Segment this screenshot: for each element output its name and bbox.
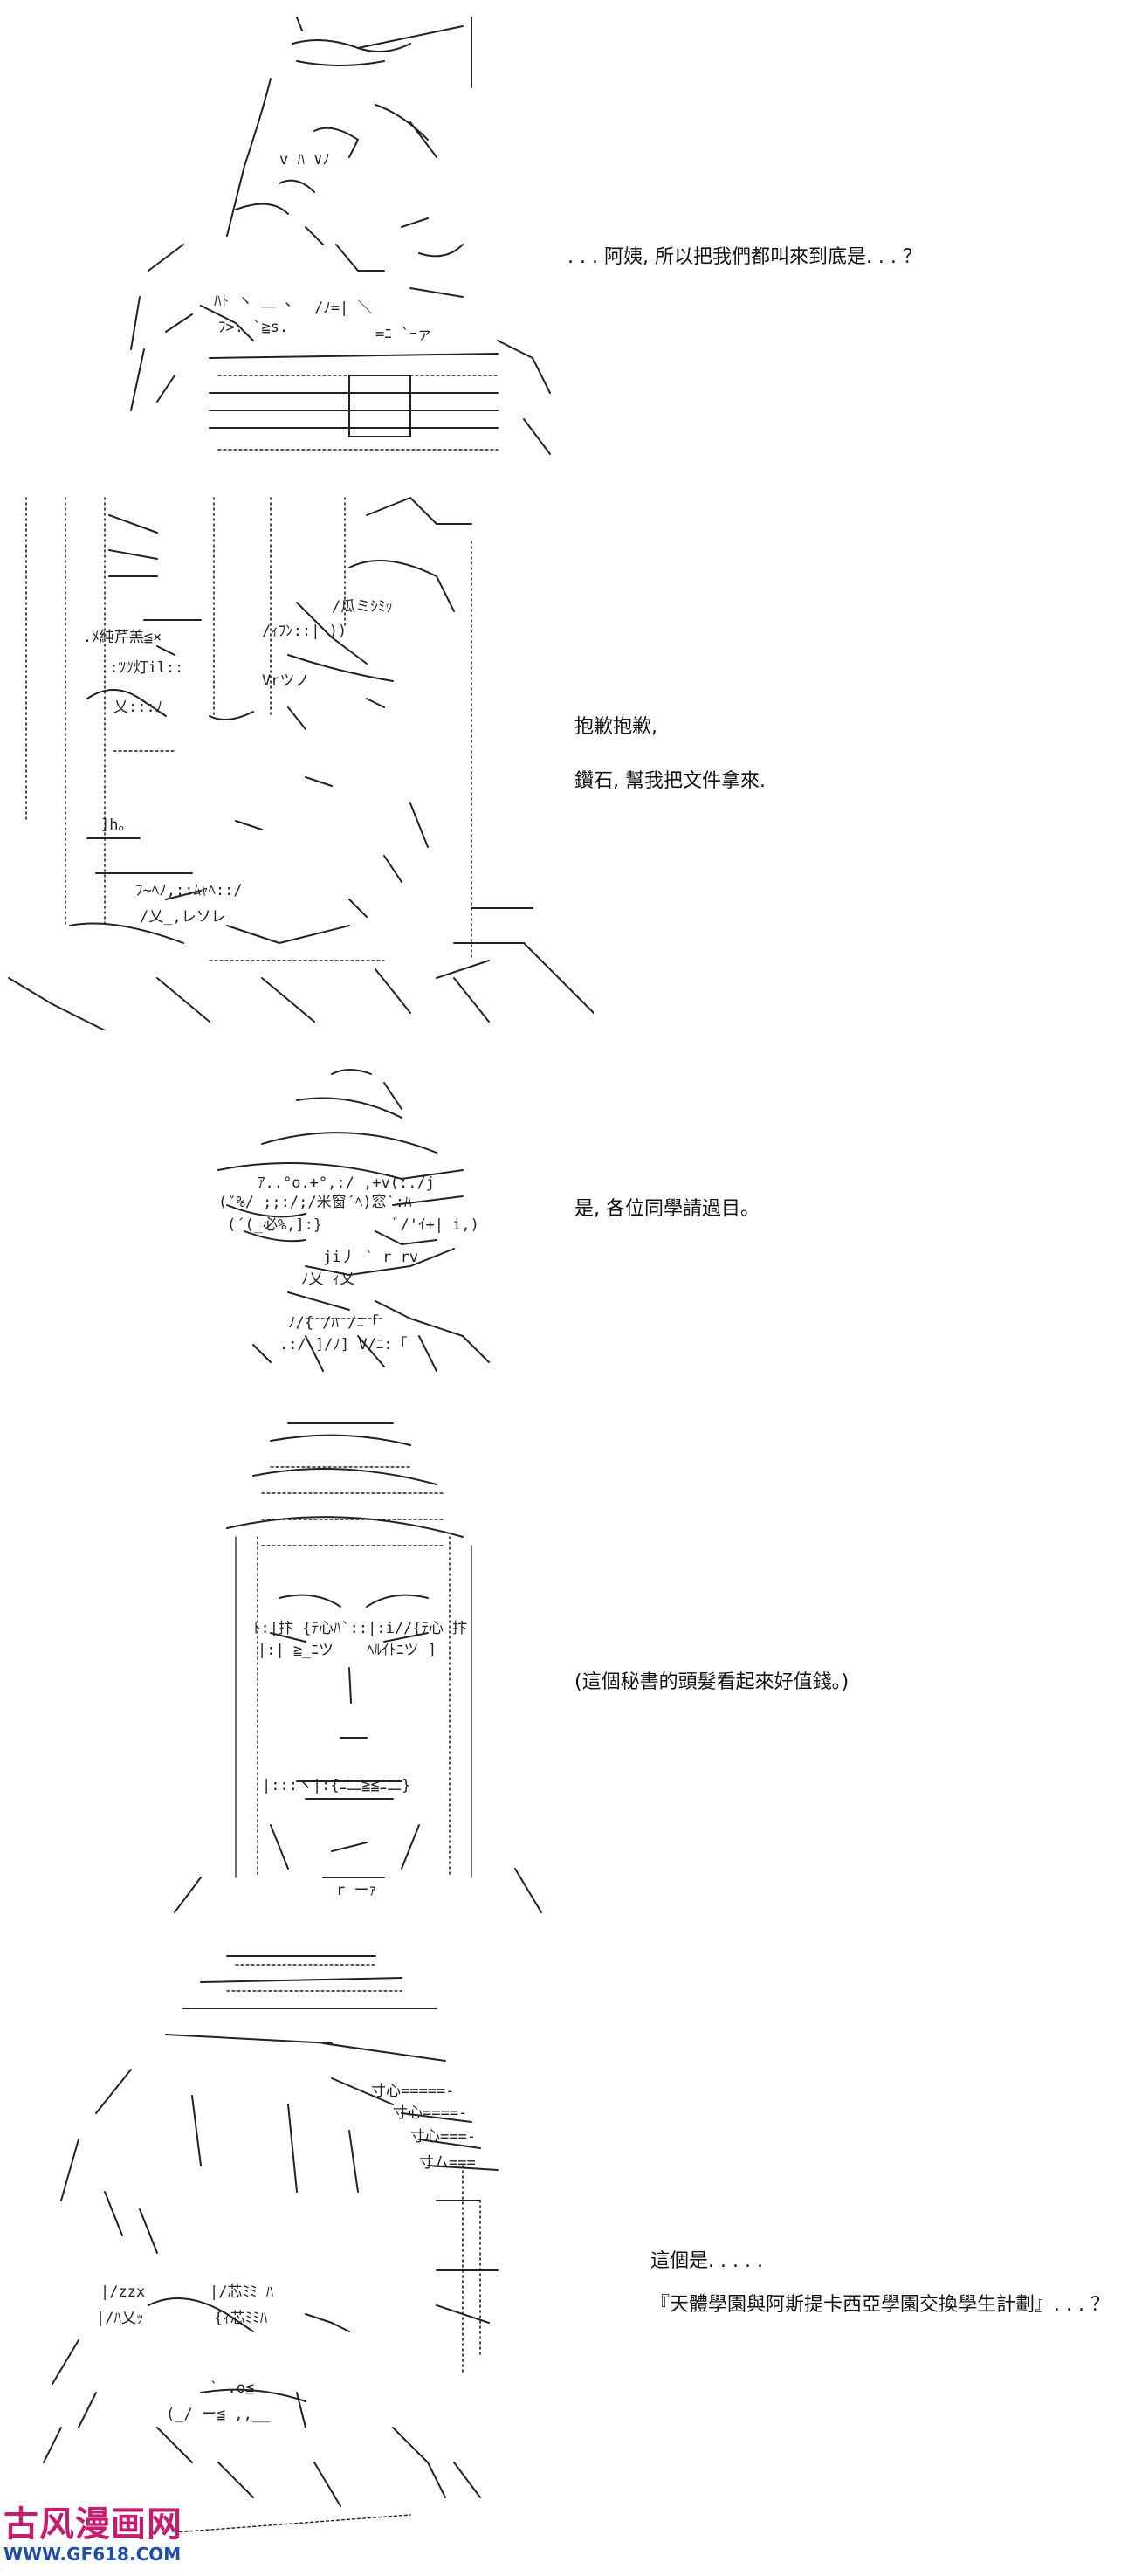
svg-text:(´(_必%,]:}: (´(_必%,]:}: [227, 1216, 322, 1234]
svg-text:Vrツノ: Vrツノ: [262, 672, 309, 690]
svg-text:(_/ ー≦ ,,__: (_/ ー≦ ,,__: [166, 2406, 271, 2423]
panel-1: v ﾊ ∨ﾉ ﾊﾄ ヽ ＿ ､ ﾌ>. `≧s. /ﾉ=| ＼ =ﾆ `ｰァ .…: [0, 0, 1135, 472]
svg-text:ﾌ~ﾍﾉ,::ﾑｬﾍ::/: ﾌ~ﾍﾉ,::ﾑｬﾍ::/: [135, 882, 243, 899]
character-drawing-3: ｱ..°o.+°,:/ ,+v(:./j (″%/ ;;:/;/米窗´ﾍ)窓`:…: [217, 1069, 490, 1372]
site-watermark: 古风漫画网 WWW.GF618.COM: [3, 2504, 196, 2574]
svg-text:乂:::ﾉ: 乂:::ﾉ: [114, 699, 162, 716]
svg-text:ﾞ/'ｲ+| i,): ﾞ/'ｲ+| i,): [393, 1216, 479, 1234]
svg-text:|/zzx: |/zzx: [100, 2283, 145, 2301]
svg-text:|:| ≧_ﾆツ: |:| ≧_ﾆツ: [258, 1642, 334, 1659]
ascii-art-character-1: v ﾊ ∨ﾉ ﾊﾄ ヽ ＿ ､ ﾌ>. `≧s. /ﾉ=| ＼ =ﾆ `ｰァ: [96, 9, 568, 463]
svg-text:寸心=====-: 寸心=====-: [371, 2083, 454, 2100]
character-drawing-4: ﾄ:|抃 {ﾃ心ﾊ`::|:i//{ﾃ心 抃 |:| ≧_ﾆツ ﾍﾙｲﾄﾆツ ]…: [174, 1422, 542, 1913]
panel-3: ｱ..°o.+°,:/ ,+v(:./j (″%/ ;;:/;/米窗´ﾍ)窓`:…: [0, 1057, 1135, 1388]
ascii-art-character-4: ﾄ:|抃 {ﾃ心ﾊ`::|:i//{ﾃ心 抃 |:| ≧_ﾆツ ﾍﾙｲﾄﾆツ ]…: [148, 1406, 559, 1921]
svg-text:/瓜ミｼﾐｯ: /瓜ミｼﾐｯ: [332, 598, 393, 616]
svg-text:` .o≦: ` .o≦: [210, 2380, 254, 2397]
dialogue-line: 抱歉抱歉,: [574, 716, 657, 738]
svg-text:/乂_,レソレ: /乂_,レソレ: [140, 908, 226, 926]
svg-text:.ﾒ純芹羔≦×: .ﾒ純芹羔≦×: [83, 629, 162, 646]
svg-text:ﾉ乂 ｨ乂: ﾉ乂 ｨ乂: [301, 1271, 354, 1288]
svg-text:ﾊﾄ ヽ ＿ ､: ﾊﾄ ヽ ＿ ､: [214, 293, 292, 310]
dialogue-line: 『天體學園與阿斯提卡西亞學園交換學生計劃』. . . ？: [650, 2294, 1110, 2316]
dialogue-line: (這個秘書的頭髮看起來好值錢。): [574, 1671, 850, 1693]
svg-text:{ｨ芯ﾐﾐﾊ: {ｨ芯ﾐﾐﾊ: [214, 2310, 268, 2327]
svg-text:寸心====-: 寸心====-: [393, 2104, 467, 2122]
panel-2: .ﾒ純芹羔≦× /ｨﾌﾝ::| )) /瓜ミｼﾐｯ .:ﾂﾂ灯il:: Vrツノ…: [0, 489, 1135, 1048]
svg-text:v ﾊ ∨ﾉ: v ﾊ ∨ﾉ: [279, 151, 330, 169]
dialogue-line: . . . 阿姨, 所以把我們都叫來到底是. . . ？: [568, 246, 922, 268]
svg-text:/ｨﾌﾝ::| )): /ｨﾌﾝ::| )): [262, 623, 347, 640]
svg-text:ji丿 ` r rv: ji丿 ` r rv: [323, 1249, 418, 1266]
ascii-art-character-5: 寸心=====- 寸心====- 寸心===- 寸ム=== |/zzx |/芯ﾐ…: [26, 1939, 559, 2550]
dialogue-line: 鑽石, 幫我把文件拿來.: [574, 770, 766, 792]
svg-text:|/ﾊ乂ｯ: |/ﾊ乂ｯ: [96, 2310, 143, 2327]
watermark-title: 古风漫画网: [3, 2504, 182, 2545]
svg-text:|:::ヽ|:{ﾆ二≧≦ﾆ二}: |:::ヽ|:{ﾆ二≧≦ﾆ二}: [262, 1777, 410, 1794]
panel-5: 寸心=====- 寸心====- 寸心===- 寸ム=== |/zzx |/芯ﾐ…: [0, 1939, 1135, 2576]
svg-text:/ﾉ=| ＼: /ﾉ=| ＼: [314, 300, 372, 317]
character-drawing-2: .ﾒ純芹羔≦× /ｨﾌﾝ::| )) /瓜ミｼﾐｯ .:ﾂﾂ灯il:: Vrツノ…: [8, 497, 594, 1030]
svg-text:ﾄ:|抃 {ﾃ心ﾊ`::|:i//{ﾃ心 抃: ﾄ:|抃 {ﾃ心ﾊ`::|:i//{ﾃ心 抃: [253, 1620, 467, 1637]
svg-text:r ーｧ: r ーｧ: [336, 1882, 376, 1899]
svg-text:]h｡: ]h｡: [100, 816, 126, 834]
svg-text:=ﾆ `ｰァ: =ﾆ `ｰァ: [375, 326, 432, 343]
character-drawing-1: v ﾊ ∨ﾉ ﾊﾄ ヽ ＿ ､ ﾌ>. `≧s. /ﾉ=| ＼ =ﾆ `ｰァ: [130, 17, 551, 455]
svg-text:|/芯ﾐﾐ ﾊ: |/芯ﾐﾐ ﾊ: [210, 2283, 274, 2301]
svg-text:ﾌ>. `≧s.: ﾌ>. `≧s.: [218, 319, 288, 336]
svg-text:(″%/ ;;:/;/米窗´ﾍ)窓`:ﾊ: (″%/ ;;:/;/米窗´ﾍ)窓`:ﾊ: [218, 1194, 412, 1211]
svg-text:.:ﾂﾂ灯il::: .:ﾂﾂ灯il::: [100, 659, 183, 677]
svg-text:寸心===-: 寸心===-: [410, 2128, 476, 2146]
panel-4: ﾄ:|抃 {ﾃ心ﾊ`::|:i//{ﾃ心 抃 |:| ≧_ﾆツ ﾍﾙｲﾄﾆツ ]…: [0, 1406, 1135, 1930]
character-drawing-5: 寸心=====- 寸心====- 寸心===- 寸ム=== |/zzx |/芯ﾐ…: [43, 1955, 499, 2533]
ascii-art-character-3: ｱ..°o.+°,:/ ,+v(:./j (″%/ ;;:/;/米窗´ﾍ)窓`:…: [175, 1057, 559, 1380]
svg-text:ｱ..°o.+°,:/ ,+v(:./j: ｱ..°o.+°,:/ ,+v(:./j: [258, 1174, 435, 1192]
dialogue-line: 這個是. . . . .: [650, 2250, 763, 2272]
svg-text:ﾉ/{ /ﾊ /ﾆ「: ﾉ/{ /ﾊ /ﾆ「: [288, 1314, 379, 1332]
watermark-url: WWW.GF618.COM: [3, 2544, 182, 2565]
ascii-art-character-2: .ﾒ純芹羔≦× /ｨﾌﾝ::| )) /瓜ミｼﾐｯ .:ﾂﾂ灯il:: Vrツノ…: [0, 489, 594, 1030]
dialogue-line: 是, 各位同學請過目。: [574, 1198, 760, 1220]
svg-text:寸ム===: 寸ム===: [419, 2154, 476, 2172]
svg-text:.:/ ]/ﾉ] V/ﾆ:「: .:/ ]/ﾉ] V/ﾆ:「: [279, 1336, 408, 1353]
svg-text:ﾍﾙｲﾄﾆツ ]: ﾍﾙｲﾄﾆツ ]: [367, 1642, 437, 1659]
